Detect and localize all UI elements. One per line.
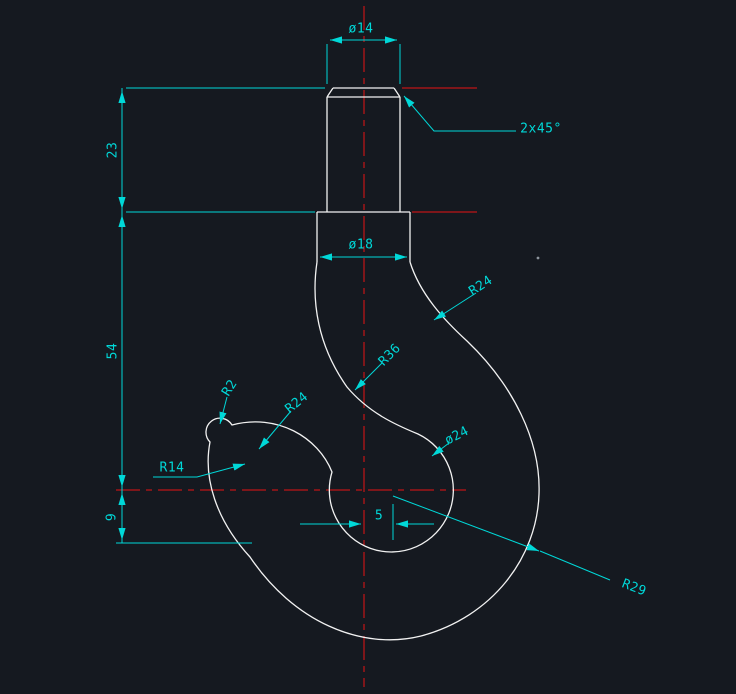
dim-shank-diameter: ø14	[349, 22, 374, 37]
centerlines-layer	[116, 6, 477, 687]
dim-radius-tip: R2	[219, 377, 241, 399]
dim-tip-height: 9	[105, 513, 120, 521]
diameter-leader	[431, 442, 450, 457]
radius-leader	[258, 410, 292, 450]
shank-outline	[316, 87, 411, 262]
geometry-layer	[205, 87, 540, 641]
dim-chamfer-note: 2x45°	[520, 122, 562, 137]
dim-radius-bottom: R29	[620, 577, 649, 600]
dim-collar-diameter: ø18	[349, 238, 374, 253]
dim-shank-length: 23	[106, 142, 121, 159]
radius-leader	[354, 362, 383, 391]
hook-body-outline	[205, 261, 540, 641]
dim-body-length: 54	[106, 343, 121, 360]
dim-radius-inner-left: R24	[283, 389, 312, 416]
dim-center-offset: 5	[375, 509, 383, 524]
dim-radius-outer-right: R24	[466, 273, 495, 299]
dim-opening-diameter: ø24	[442, 424, 471, 449]
radius-leader-tail	[539, 550, 611, 581]
dimensions-layer	[116, 36, 611, 581]
radius-leader	[433, 292, 477, 321]
radius-leader	[219, 396, 228, 425]
chamfer-leader	[403, 95, 516, 132]
radius-leader	[392, 495, 540, 552]
dim-radius-tip-inner: R14	[160, 461, 185, 476]
radius-leader	[153, 463, 246, 478]
stray-point	[536, 256, 540, 260]
dimension-text-layer: ø14 2x45° 23 ø18 54 9 R24 R36 R2 R24 R14…	[105, 22, 649, 600]
